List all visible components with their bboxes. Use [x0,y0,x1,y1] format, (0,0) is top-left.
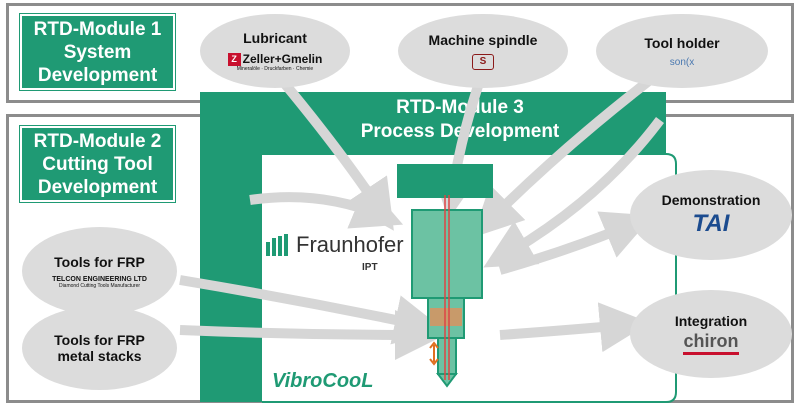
integration-bubble: Integration chiron [630,290,792,378]
frp-stacks-bubble: Tools for FRP metal stacks [22,306,177,390]
tai-logo: TAI [692,210,730,237]
lubricant-bubble: Lubricant Z Zeller+Gmelin Mineralöle · D… [200,14,350,88]
spindle-logo: S [472,54,494,70]
telcon-logo: TELCON ENGINEERING LTD Diamond Cutting T… [52,275,147,289]
frp-tools-bubble: Tools for FRP TELCON ENGINEERING LTD Dia… [22,227,177,315]
demonstration-bubble: Demonstration TAI [630,170,792,260]
spindle-bubble: Machine spindle S [398,14,568,88]
sonx-logo: son(x [669,56,695,68]
chiron-logo: chiron [683,331,739,355]
vibrocool-logo: VibroCooL [272,370,374,392]
fraunhofer-icon [266,234,288,256]
zeller-gmelin-logo: Z Zeller+Gmelin [227,52,322,66]
toolholder-bubble: Tool holder son(x [596,14,768,88]
fraunhofer-logo: Fraunhofer [266,232,404,258]
ipt-label: IPT [362,262,378,273]
